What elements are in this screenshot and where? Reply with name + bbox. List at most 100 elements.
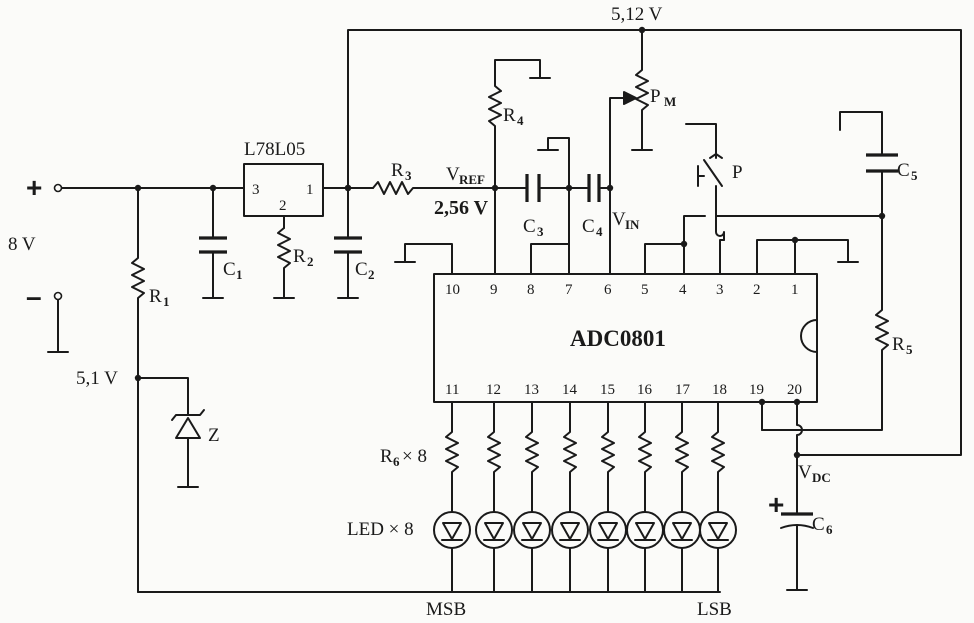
supply-minus-label: –: [26, 281, 42, 312]
pins-top: 10 9 8 7 6 5 4 3 2 1: [445, 282, 799, 298]
resistor-r6: [675, 401, 689, 513]
svg-text:7: 7: [565, 282, 573, 298]
chip-notch: [800, 319, 818, 353]
svg-text:3: 3: [405, 168, 412, 183]
svg-text:1: 1: [791, 282, 799, 298]
capacitor-c2: C 2: [334, 184, 375, 299]
led-channel-7: [663, 401, 701, 593]
capacitor-c3: C 3: [494, 137, 573, 275]
led: [551, 511, 589, 549]
svg-text:V: V: [798, 462, 812, 483]
resistor-r6: [563, 401, 577, 513]
led-channel-4: [551, 401, 589, 593]
svg-text:9: 9: [490, 282, 498, 298]
led-channel-5: [589, 401, 627, 593]
svg-text:C: C: [523, 216, 536, 237]
svg-text:6: 6: [826, 522, 833, 537]
supply-plus-label: +: [26, 172, 42, 203]
svg-text:P: P: [650, 86, 661, 107]
svg-text:2: 2: [307, 254, 314, 269]
svg-text:× 8: × 8: [402, 446, 427, 467]
svg-text:15: 15: [600, 382, 615, 398]
led: [475, 511, 513, 549]
svg-text:20: 20: [787, 382, 802, 398]
regulator-label: L78L05: [244, 139, 305, 160]
svg-text:P: P: [732, 162, 743, 183]
terminal-plus: [53, 183, 63, 193]
svg-text:2: 2: [368, 267, 375, 282]
resistor-r4: R 4: [488, 59, 551, 189]
svg-text:19: 19: [749, 382, 764, 398]
svg-text:5: 5: [641, 282, 649, 298]
svg-text:2: 2: [753, 282, 761, 298]
svg-text:10: 10: [445, 282, 460, 298]
led-channel-3: [513, 401, 551, 593]
led-channel-2: [475, 401, 513, 593]
v51-label: 5,1 V: [76, 368, 118, 389]
led-channel-8: [699, 401, 737, 593]
svg-text:C: C: [812, 514, 825, 535]
svg-text:R: R: [380, 446, 393, 467]
svg-text:16: 16: [637, 382, 653, 398]
svg-text:C: C: [223, 259, 236, 280]
svg-text:4: 4: [517, 113, 524, 128]
capacitor-c1: C 1: [199, 187, 243, 299]
svg-text:6: 6: [393, 454, 400, 469]
svg-text:4: 4: [679, 282, 687, 298]
led: [589, 511, 627, 549]
capacitor-c5: C 5: [839, 111, 918, 263]
resistor-r6: [601, 401, 615, 513]
led-label: LED × 8: [347, 519, 414, 540]
svg-text:R: R: [503, 105, 516, 126]
svg-text:1: 1: [163, 294, 170, 309]
led: [663, 511, 701, 549]
svg-text:C: C: [355, 259, 368, 280]
rail-5v12: 5,12 V: [347, 4, 962, 456]
adc-top-wiring: [394, 236, 859, 275]
resistor-r6: [638, 401, 652, 513]
resistor-r5: R 5: [683, 212, 913, 431]
regulator-l78l05: L78L05 3 1 2 R 2: [243, 139, 374, 299]
wire-minus-ground: [47, 299, 69, 353]
led-array: [433, 401, 737, 593]
svg-text:12: 12: [486, 382, 501, 398]
svg-text:6: 6: [604, 282, 612, 298]
svg-text:1: 1: [236, 267, 243, 282]
svg-text:C: C: [582, 216, 595, 237]
pushbutton-p: P: [685, 123, 743, 241]
msb-label: MSB: [426, 599, 466, 620]
svg-text:R: R: [892, 334, 905, 355]
resistor-r6: [487, 401, 501, 513]
vref-value: 2,56 V: [434, 197, 489, 219]
resistor-r6: [525, 401, 539, 513]
svg-text:4: 4: [596, 224, 603, 239]
svg-text:5: 5: [911, 168, 918, 183]
svg-text:2: 2: [279, 198, 287, 214]
svg-text:R: R: [293, 246, 306, 267]
resistor-r3: R 3: [344, 160, 526, 195]
svg-text:1: 1: [306, 182, 314, 198]
svg-text:Z: Z: [208, 425, 220, 446]
resistor-r1: R 1 5,1 V: [76, 187, 170, 593]
svg-text:R: R: [149, 286, 162, 307]
svg-text:REF: REF: [459, 172, 485, 187]
svg-text:V: V: [612, 209, 626, 230]
svg-text:14: 14: [562, 382, 578, 398]
led: [699, 511, 737, 549]
terminal-minus: [53, 291, 63, 301]
power-input: + – 8 V: [8, 172, 245, 353]
lsb-label: LSB: [697, 599, 732, 620]
svg-text:C: C: [897, 160, 910, 181]
capacitor-c4: C 4 V IN: [568, 174, 640, 275]
led-channel-1: [433, 401, 471, 593]
supply-voltage-label: 8 V: [8, 234, 36, 255]
resistor-r2: [273, 227, 295, 299]
svg-text:5: 5: [906, 342, 913, 357]
zener-diode: Z: [137, 377, 220, 488]
bottom-rail: MSB LSB: [137, 591, 732, 620]
svg-text:18: 18: [712, 382, 727, 398]
chip-label: ADC0801: [570, 326, 666, 351]
led-array-labels: R 6 × 8 LED × 8: [347, 446, 427, 540]
svg-text:3: 3: [537, 224, 544, 239]
